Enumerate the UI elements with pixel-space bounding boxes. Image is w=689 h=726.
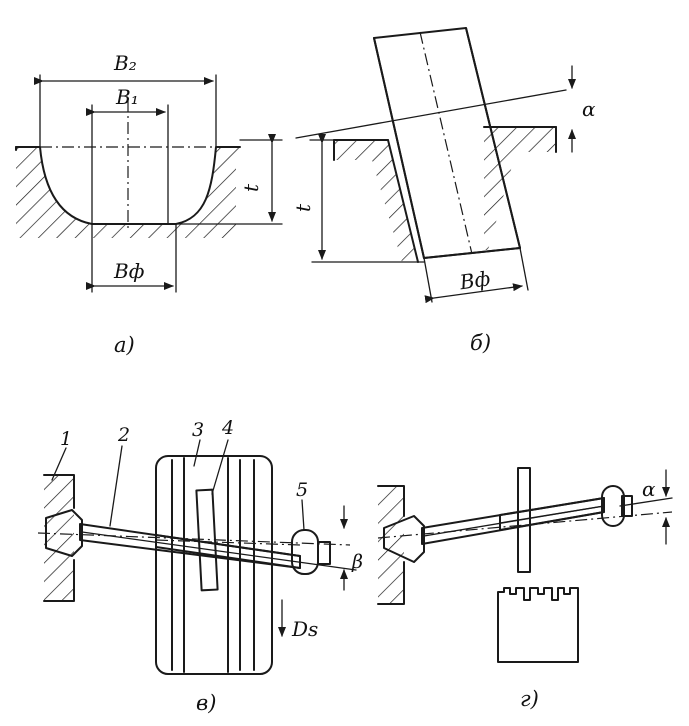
panel-v-grinding-wheel — [155, 455, 273, 675]
panel-b-alpha-label: α — [582, 97, 596, 121]
panel-v-part-4-label: 4 — [221, 417, 234, 439]
panel-b-left-hatch — [334, 140, 418, 262]
panel-a-bf-label: Bф — [113, 259, 144, 283]
panel-g-caption: г) — [520, 687, 539, 711]
panel-a-workpiece-hatch — [16, 147, 240, 245]
panel-v-part-3-label: 3 — [192, 419, 204, 441]
panel-b-caption: б) — [470, 331, 491, 355]
panel-v-wheel-dressing-setup: β 1 2 3 4 5 Ds в) — [37, 417, 363, 715]
panel-g-nut — [601, 485, 625, 527]
panel-a-groove-section: B₂ B₁ Bф t а) — [0, 51, 283, 357]
panel-v-diamond-holder — [195, 488, 219, 592]
panel-b-bf-dimension-line — [424, 283, 523, 304]
panel-b-tilted-wheel: α t Bф б) — [291, 27, 596, 355]
panel-b-wheel-axis — [419, 31, 473, 255]
panel-b-bf-ext-right — [519, 247, 529, 291]
panel-b-bf-ext-left — [423, 257, 433, 303]
panel-g-centre-cone — [383, 515, 425, 563]
panel-v-centre-cone — [45, 509, 83, 557]
panel-v-part-5-label: 5 — [296, 479, 308, 501]
panel-g-inclined-line — [619, 497, 673, 507]
panel-v-axis-line — [37, 532, 351, 546]
panel-b-inclined-line — [295, 89, 567, 139]
panel-v-shaft-axis — [81, 531, 357, 571]
panel-v-dresser-shaft — [79, 523, 301, 569]
panel-b-t-label: t — [291, 203, 315, 212]
panel-v-feed-label: Ds — [291, 617, 318, 641]
panel-v-part-2-label: 2 — [117, 424, 130, 446]
panel-g-support-hatch — [378, 486, 404, 604]
panel-g-tslot-table — [497, 587, 579, 663]
panel-b-right-hatch — [484, 127, 556, 250]
panel-a-groove-outline — [15, 146, 241, 225]
panel-g-alpha-label: α — [642, 477, 656, 501]
panel-v-caption: в) — [196, 691, 216, 715]
panel-b-bf-label: Bф — [457, 266, 491, 294]
panel-a-b2-label: B₂ — [113, 51, 137, 75]
panel-v-support-hatch — [44, 475, 74, 601]
panel-v-part-1-label: 1 — [60, 428, 72, 450]
panel-a-b1-label: B₁ — [115, 85, 139, 109]
panel-a-t-label: t — [239, 183, 263, 192]
panel-g-dresser-setup: α г) — [377, 467, 673, 711]
panel-a-caption: а) — [114, 333, 135, 357]
panel-v-beta-label: β — [351, 551, 363, 573]
